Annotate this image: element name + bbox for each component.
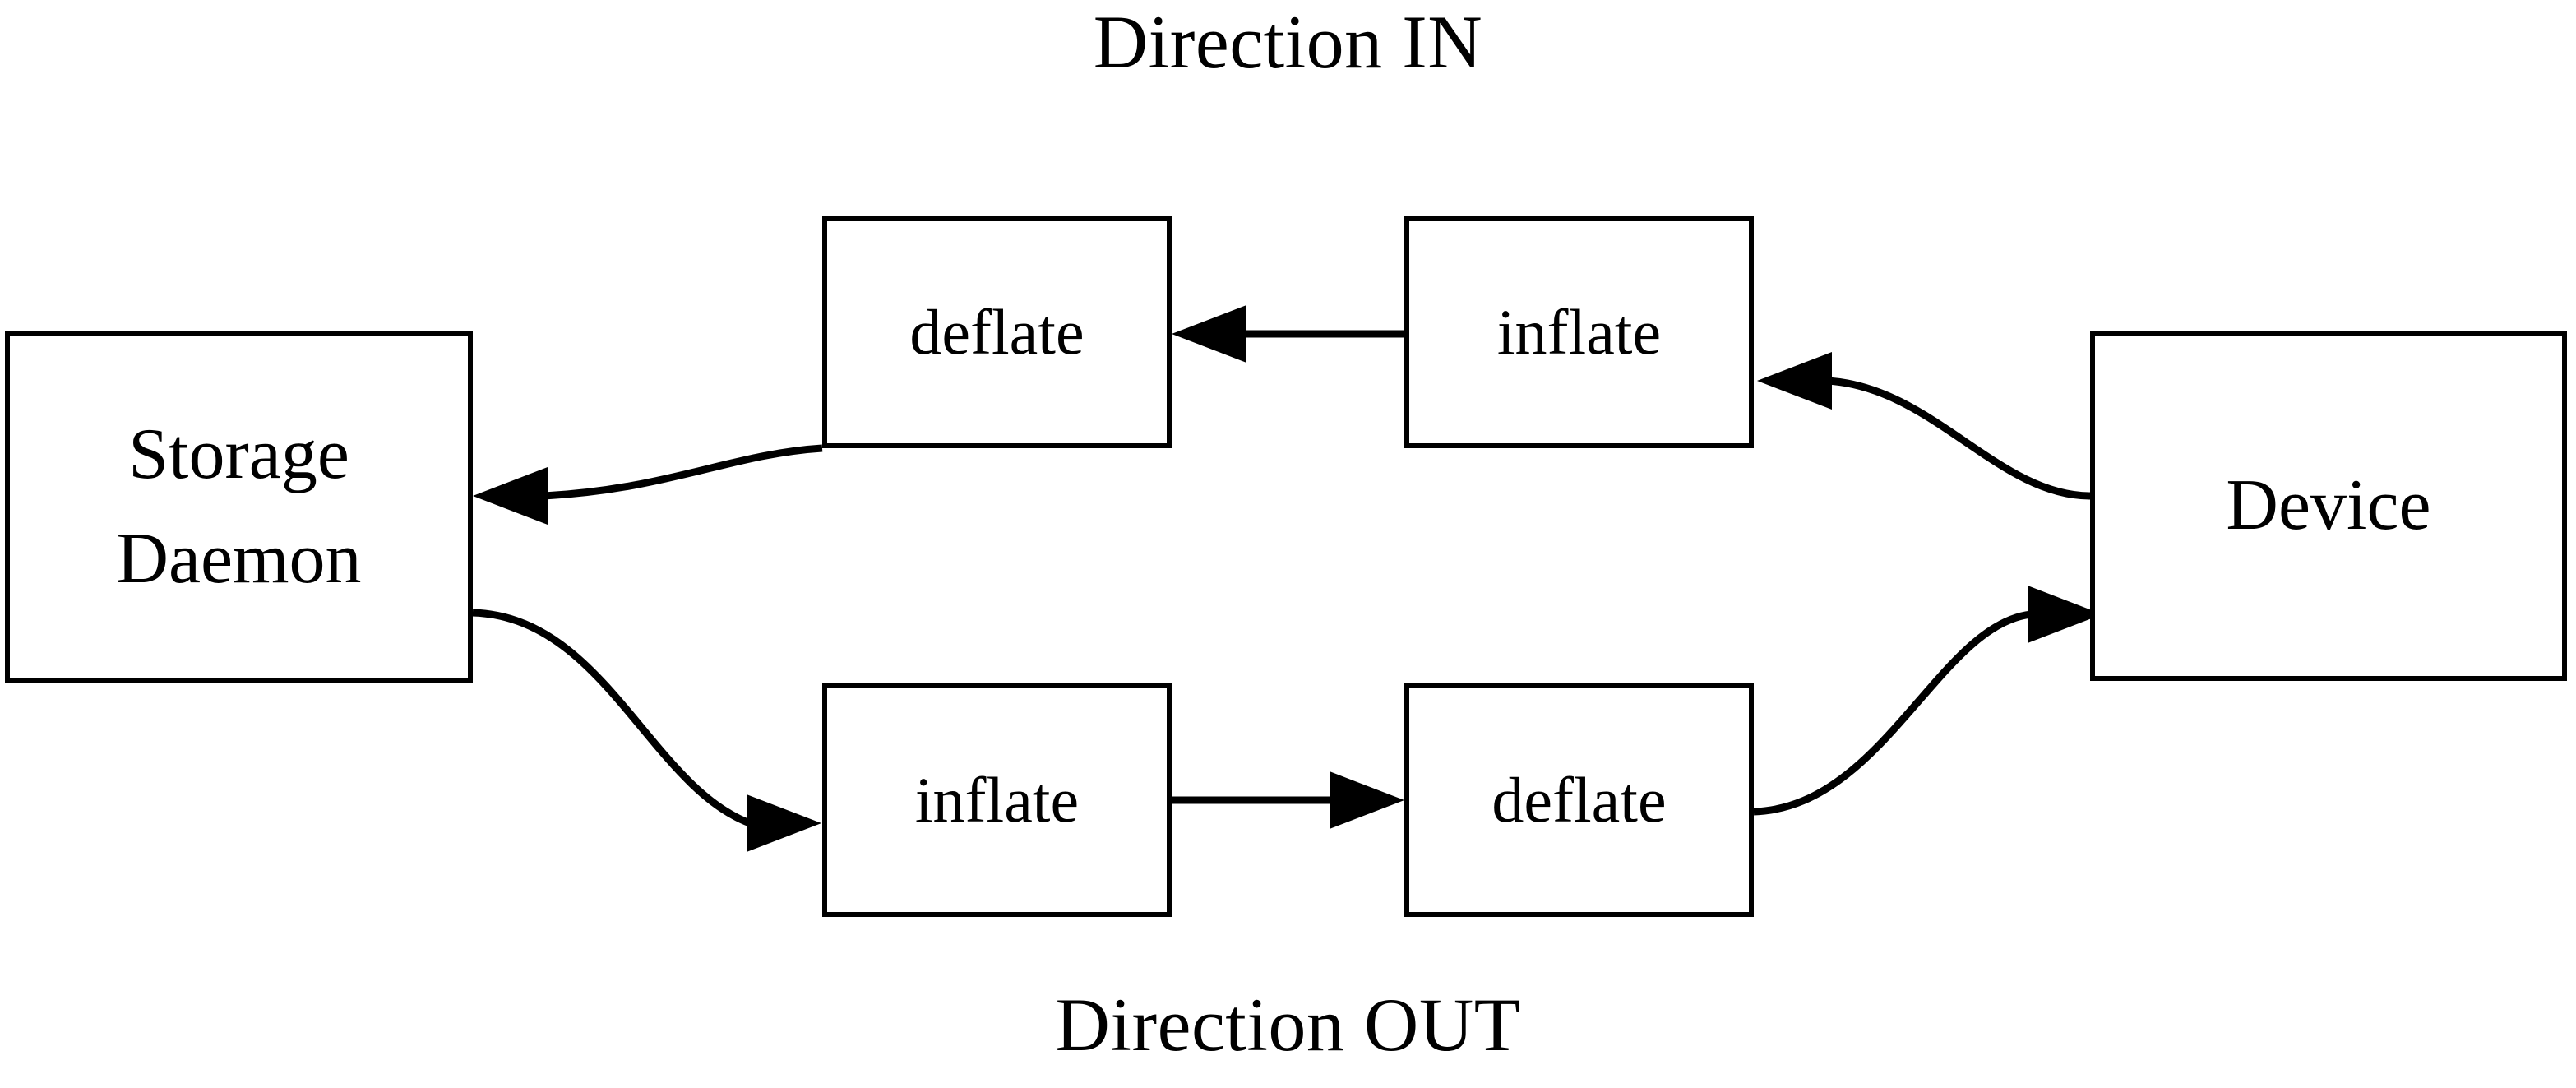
- edge-deflate-in-to-storage-daemon-path: [543, 444, 823, 500]
- edge-inflate-out-to-deflate-out-arrowhead: [1330, 771, 1404, 829]
- node-deflate-out[interactable]: deflate: [1404, 683, 1754, 917]
- node-inflate-in-label: inflate: [1496, 296, 1662, 368]
- diagram-title-direction-out: Direction OUT: [1055, 983, 1521, 1067]
- edge-inflate-in-to-deflate-in-arrowhead: [1172, 305, 1246, 363]
- edge-inflate-in-to-deflate-in: [1172, 305, 1404, 363]
- edge-deflate-in-to-storage-daemon-arrowhead: [473, 467, 548, 525]
- edge-device-to-inflate-in-arrowhead: [1757, 352, 1832, 410]
- node-deflate-in[interactable]: deflate: [822, 216, 1172, 448]
- node-storage-daemon-label-line1: Storage: [128, 414, 349, 495]
- node-deflate-out-label: deflate: [1491, 763, 1667, 836]
- node-inflate-out[interactable]: inflate: [822, 683, 1172, 917]
- node-inflate-out-label: inflate: [914, 763, 1080, 836]
- edge-deflate-out-to-device-path: [1753, 610, 2032, 816]
- edge-storage-daemon-to-inflate-out-path: [472, 609, 752, 827]
- edge-storage-daemon-to-inflate-out-arrowhead: [747, 794, 821, 852]
- node-storage-daemon[interactable]: Storage Daemon: [5, 331, 473, 683]
- edge-deflate-out-to-device: [1753, 586, 2102, 816]
- node-inflate-in[interactable]: inflate: [1404, 216, 1754, 448]
- diagram-title-direction-in: Direction IN: [1093, 0, 1483, 84]
- edge-deflate-out-to-device-arrowhead: [2028, 586, 2102, 643]
- edge-inflate-out-to-deflate-out: [1172, 771, 1404, 829]
- node-deflate-in-label: deflate: [909, 296, 1085, 368]
- edge-storage-daemon-to-inflate-out: [472, 609, 821, 852]
- node-device[interactable]: Device: [2090, 331, 2567, 681]
- edge-device-to-inflate-in: [1757, 352, 2091, 500]
- edge-deflate-in-to-storage-daemon: [473, 444, 823, 525]
- node-storage-daemon-label-line2: Daemon: [116, 518, 362, 599]
- edge-device-to-inflate-in-path: [1826, 377, 2091, 500]
- node-device-label: Device: [2226, 465, 2431, 546]
